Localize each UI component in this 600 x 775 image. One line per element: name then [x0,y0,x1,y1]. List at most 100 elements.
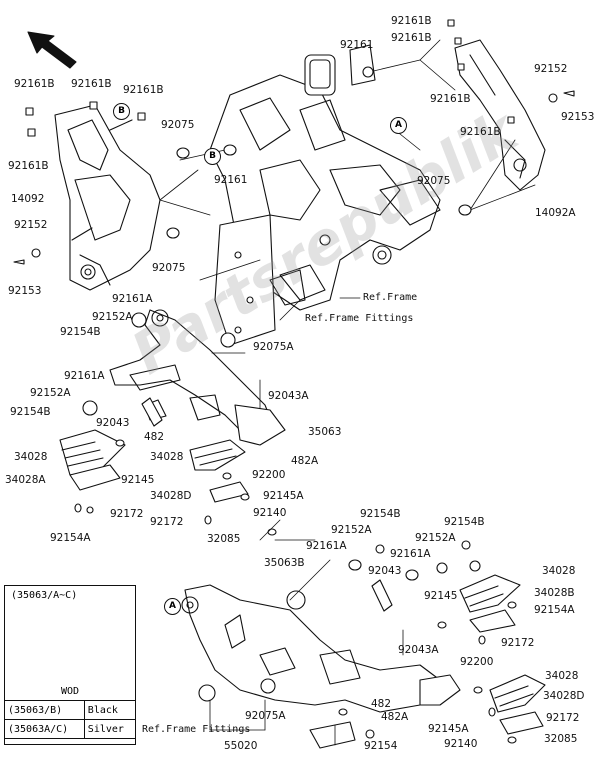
part-label: 34028 [542,565,576,577]
part-label: 92161B [8,160,49,172]
part-label: 35063 [308,426,342,438]
part-label: 34028A [5,474,46,486]
left-side-cover [54,104,161,291]
part-label: 482A [381,711,409,723]
part-label: 14092 [11,193,45,205]
part-label: 92172 [150,516,184,528]
legend-color: Black [83,700,137,720]
part-label: 34028 [14,451,48,463]
legend-wod-label: WOD [60,686,80,697]
part-label: 34028D [543,690,585,702]
part-label: 92152 [14,219,48,231]
right-footpeg-bracket [181,559,461,749]
part-label: 92161A [64,370,105,382]
part-label: 92154B [360,508,401,520]
leader-lines-bottom [209,519,336,746]
pivot-pins [141,379,404,656]
part-label: 92075 [417,175,451,187]
main-frame [209,44,441,346]
part-label: 92152 [534,63,568,75]
part-label: 482 [371,698,392,710]
callout-b: B [113,103,130,120]
color-legend-box: (35063/A~C) WOD (35063/B) Black (35063A/… [4,585,137,745]
part-label: 92161B [123,84,164,96]
left-footpegs [59,429,277,536]
part-label: 34028B [534,587,575,599]
part-label: 92154B [60,326,101,338]
part-label: 92161B [391,15,432,27]
legend-code: (35063/B) [4,700,85,720]
part-label: 92161B [14,78,55,90]
part-label: 92140 [253,507,287,519]
part-label: 92154A [50,532,91,544]
legend-row: (35063A/C) Silver [4,719,137,739]
part-label: 34028D [150,490,192,502]
part-label: 92200 [252,469,286,481]
part-label: 92172 [501,637,535,649]
part-label: 92172 [546,712,580,724]
part-label: 32085 [207,533,241,545]
front-direction-arrow-icon [27,31,77,69]
legend-code: (35063A/C) [4,719,85,739]
part-label: 92154B [444,516,485,528]
part-label: 92161 [340,39,374,51]
part-label: 92152A [92,311,133,323]
part-label: 482 [144,431,165,443]
part-label: 92161B [430,93,471,105]
callout-a: A [390,117,407,134]
left-footpeg-bracket [82,309,286,446]
legend-title: (35063/A~C) [11,590,78,601]
part-label: 92153 [8,285,42,297]
part-label: 92200 [460,656,494,668]
leader-lines-top [159,39,536,321]
ref-frame-fittings-note: Ref.Frame Fittings [142,724,251,735]
callout-b: B [204,148,221,165]
part-label: 32085 [544,733,578,745]
legend-color: Silver [83,719,137,739]
part-label: 92161A [390,548,431,560]
legend-row: (35063/B) Black [4,700,137,720]
part-label: 55020 [224,740,258,752]
part-label: 92152A [331,524,372,536]
part-label: 92075 [152,262,186,274]
part-label: 92043 [368,565,402,577]
part-label: 34028 [545,670,579,682]
part-label: 92043A [398,644,439,656]
part-label: 92140 [444,738,478,750]
part-label: 92145 [424,590,458,602]
part-label: 92152A [415,532,456,544]
part-label: 92154A [534,604,575,616]
part-label: 92043 [96,417,130,429]
part-label: 482A [291,455,319,467]
hardware-top [13,19,575,265]
right-side-cover [454,39,546,191]
part-label: 92153 [561,111,595,123]
part-label: 92075A [253,341,294,353]
part-label: 92161B [460,126,501,138]
part-label: 92043A [268,390,309,402]
part-label: 92161A [306,540,347,552]
part-label: 14092A [535,207,576,219]
legend-table: (35063/B) Black (35063A/C) Silver [4,700,137,739]
part-label: 92075 [161,119,195,131]
part-label: 92154 [364,740,398,752]
part-label: 92152A [30,387,71,399]
part-label: 35063B [264,557,305,569]
part-label: 92161 [214,174,248,186]
ref-frame-fittings-note: Ref.Frame Fittings [305,313,414,324]
part-label: 92161B [71,78,112,90]
part-label: 92161A [112,293,153,305]
right-footpegs [338,540,546,744]
part-label: 92075A [245,710,286,722]
part-label: 92145 [121,474,155,486]
part-label: 92172 [110,508,144,520]
part-label: 92145A [428,723,469,735]
ref-frame-note: Ref.Frame [363,292,418,303]
part-label: 92154B [10,406,51,418]
part-label: 92145A [263,490,304,502]
part-label: 34028 [150,451,184,463]
callout-a: A [164,598,181,615]
part-label: 92161B [391,32,432,44]
